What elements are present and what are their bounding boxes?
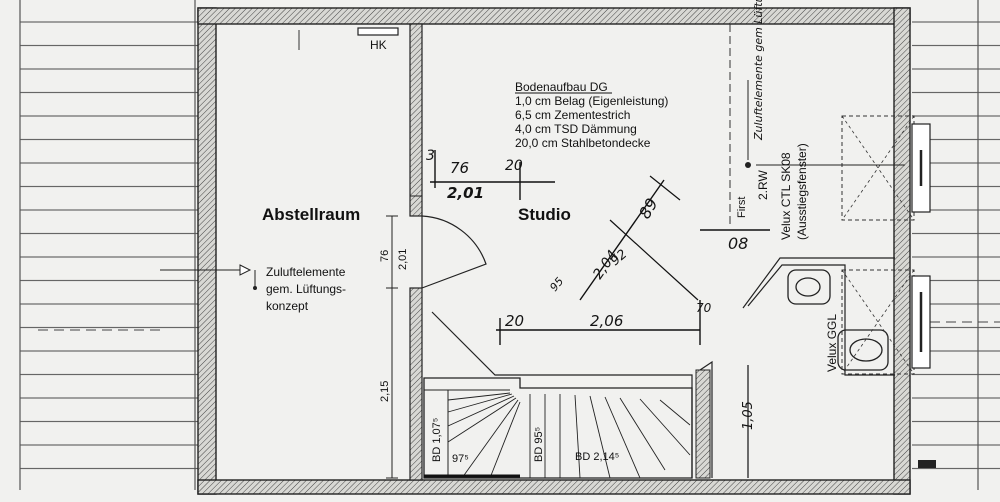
velux-top-label: Velux CTL SK08 [779,152,793,240]
interior-wall [409,23,423,481]
velux-top-sub: (Ausstiegsfenster) [795,143,809,240]
hw-08: 08 [728,234,748,253]
hw-105: 1,05 [741,401,756,430]
velux-top-code: 2.RW [756,170,770,200]
room-label-studio: Studio [518,205,571,224]
dim-975: 97⁵ [452,453,469,465]
roof-left [19,0,198,490]
hw-70: 70 [696,301,712,315]
ventilation-note: Zuluftelemente gem. Lüftungs- konzept [160,264,346,313]
dim-bd-95: BD 95⁵ [533,427,545,462]
door [421,215,487,289]
hw-76: 76 [450,159,469,177]
dim-bd-214: BD 2,14⁵ [575,451,619,463]
floor-build-notes: Bodenaufbau DG 1,0 cm Belag (Eigenleistu… [515,80,668,150]
ventilation-line: gem. Lüftungs- [266,282,346,296]
dim-bd-107: BD 1,07⁵ [431,418,443,462]
floor-build-layer: 20,0 cm Stahlbetondecke [515,136,651,150]
velux-window-top [756,115,931,221]
velux-bottom-label: Velux GGL [825,314,839,372]
floor-build-layer: 1,0 cm Belag (Eigenleistung) [515,94,668,108]
bathroom-area [742,257,895,376]
hw-mid-20: 20 [505,312,524,330]
floor-build-title: Bodenaufbau DG [515,80,608,94]
dim-201: 2,01 [397,249,409,270]
dim-76: 76 [379,250,391,262]
ventilation-line: Zuluftelemente [266,265,346,279]
hw-side-note: Zuluftelemente gem Lüftung konzept [752,0,765,141]
heater-label: HK [370,38,387,52]
heater: HK [357,27,399,52]
velux-window-bottom [841,269,931,375]
ridge-line: First [729,24,751,225]
exterior-walls [197,7,911,495]
floor-build-layer: 6,5 cm Zementestrich [515,108,630,122]
room-label-storage: Abstellraum [262,205,360,224]
ventilation-line: konzept [266,299,309,313]
floor-build-layer: 4,0 cm TSD Dämmung [515,122,637,136]
dim-215: 2,15 [379,381,391,402]
stair-void-outline [431,311,713,479]
hw-20: 20 [505,158,523,174]
hw-3: 3 [426,148,435,164]
hw-206: 2,06 [590,312,623,330]
roof-right [912,0,1000,490]
hw-201: 2,01 [447,184,484,202]
ridge-label: First [736,197,748,218]
dimension-chain-left: 76 2,01 2,15 [379,215,409,479]
